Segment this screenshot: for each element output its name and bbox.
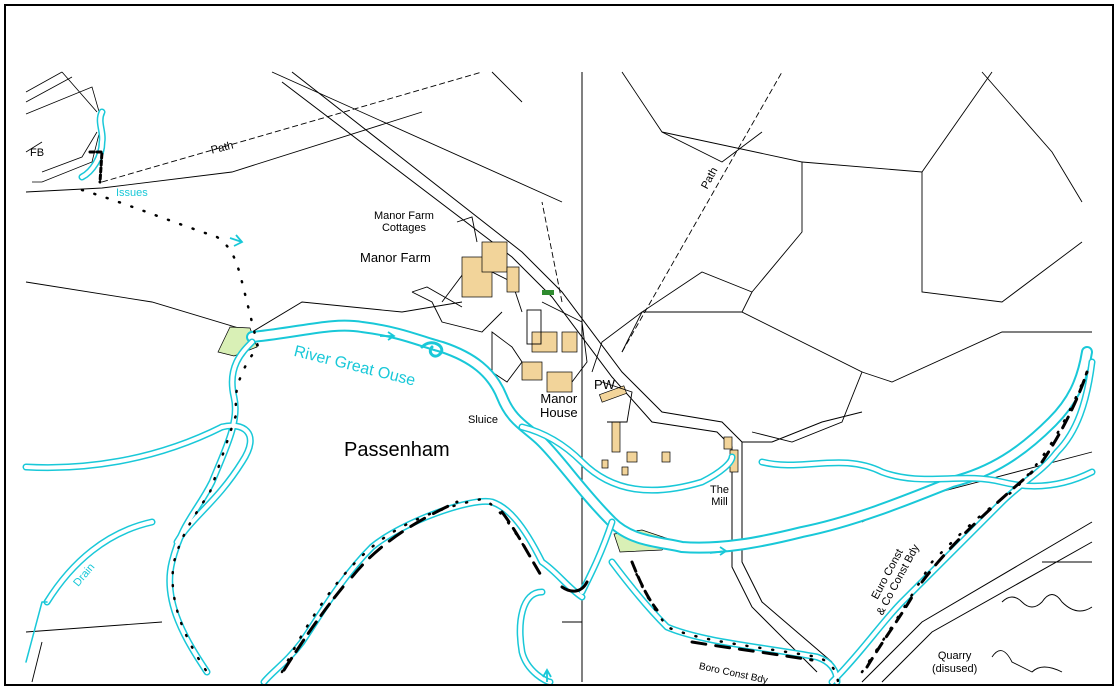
manor-farm-cottages-label: Manor Farm Cottages (374, 210, 434, 234)
place-name-label: Passenham (344, 439, 450, 461)
road-fragments (25, 71, 103, 183)
sluice-label: Sluice (468, 414, 498, 426)
rivers (22, 108, 1096, 684)
boundary-dashes (88, 150, 1089, 672)
road (281, 71, 1093, 683)
the-mill-label: The Mill (710, 484, 729, 508)
fb-label: FB (30, 147, 45, 159)
flow-arrow-icon (229, 234, 728, 682)
building-outlines (411, 216, 633, 423)
pw-label: PW (594, 377, 615, 392)
quarry-label: Quarry (disused) (932, 650, 978, 675)
map-frame[interactable]: Passenham River Great Ouse Manor Farm Co… (4, 4, 1114, 686)
footpaths (101, 71, 783, 353)
manor-farm-label: Manor Farm (360, 250, 431, 265)
buildings (461, 241, 739, 476)
green-patch (542, 290, 554, 295)
boundary-lines (80, 188, 1089, 684)
map-canvas[interactable] (6, 6, 1112, 684)
issues-label: Issues (116, 187, 148, 199)
manor-house-label: Manor House (540, 391, 578, 420)
